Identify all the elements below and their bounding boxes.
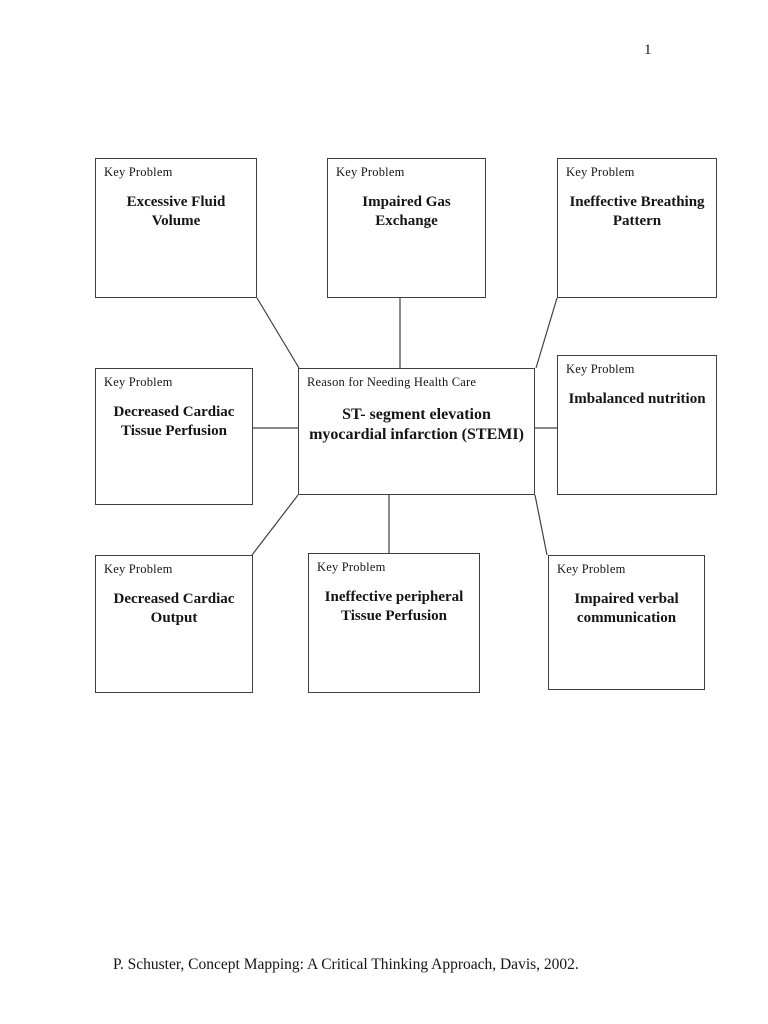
footer-citation: P. Schuster, Concept Mapping: A Critical… — [113, 956, 579, 973]
connector-top-left-to-center — [256, 297, 300, 369]
key-problem-box-ineffective-breathing-pattern: Key Problem Ineffective Breathing Patter… — [557, 158, 717, 298]
key-problem-label: Key Problem — [566, 362, 635, 376]
key-problem-title: Decreased Cardiac Output — [113, 591, 235, 626]
key-problem-box-excessive-fluid-volume: Key Problem Excessive Fluid Volume — [95, 158, 257, 298]
key-problem-title: Imbalanced nutrition — [568, 391, 706, 407]
key-problem-title: Ineffective peripheral Tissue Perfusion — [324, 589, 464, 624]
key-problem-title: Impaired verbal communication — [574, 591, 679, 626]
key-problem-box-decreased-cardiac-tissue-perfusion: Key Problem Decreased Cardiac Tissue Per… — [95, 368, 253, 505]
connector-top-right-to-center — [535, 297, 558, 369]
key-problem-box-ineffective-peripheral-tissue-perfusion: Key Problem Ineffective peripheral Tissu… — [308, 553, 480, 693]
connector-center-to-bottom-left — [251, 494, 299, 556]
key-problem-label: Key Problem — [104, 562, 173, 576]
key-problem-label: Key Problem — [317, 560, 386, 574]
key-problem-box-decreased-cardiac-output: Key Problem Decreased Cardiac Output — [95, 555, 253, 693]
key-problem-title: Ineffective Breathing Pattern — [569, 194, 705, 229]
key-problem-label: Key Problem — [566, 165, 635, 179]
connector-center-to-bottom-right — [534, 494, 548, 556]
key-problem-title: Decreased Cardiac Tissue Perfusion — [113, 404, 235, 439]
key-problem-title: Excessive Fluid Volume — [126, 194, 226, 229]
key-problem-label: Key Problem — [336, 165, 405, 179]
reason-label: Reason for Needing Health Care — [307, 375, 477, 389]
reason-title: ST- segment elevation myocardial infarct… — [309, 406, 524, 443]
key-problem-title: Impaired Gas Exchange — [362, 194, 451, 229]
key-problem-box-impaired-verbal-communication: Key Problem Impaired verbal communicatio… — [548, 555, 705, 690]
reason-for-needing-health-care-box: Reason for Needing Health Care ST- segme… — [298, 368, 535, 495]
key-problem-label: Key Problem — [557, 562, 626, 576]
key-problem-label: Key Problem — [104, 375, 173, 389]
key-problem-box-imbalanced-nutrition: Key Problem Imbalanced nutrition — [557, 355, 717, 495]
page-number: 1 — [644, 42, 652, 58]
key-problem-label: Key Problem — [104, 165, 173, 179]
key-problem-box-impaired-gas-exchange: Key Problem Impaired Gas Exchange — [327, 158, 486, 298]
